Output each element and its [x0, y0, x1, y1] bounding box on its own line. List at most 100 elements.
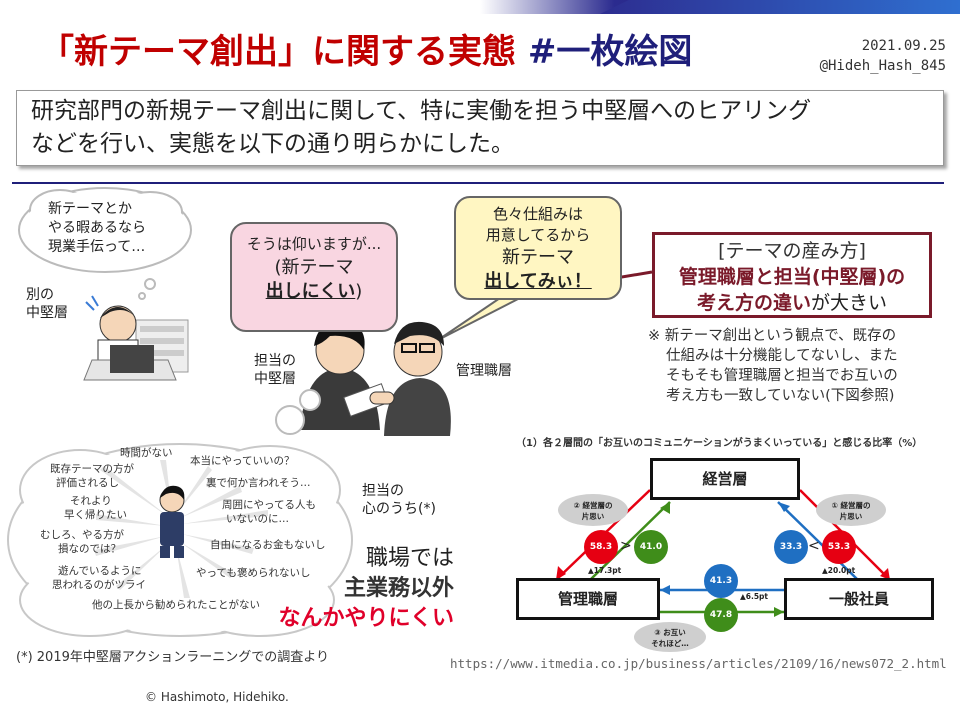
- node-employees: 一般社員: [784, 578, 934, 620]
- date: 2021.09.25: [861, 38, 946, 54]
- way-box-rest: が大きい: [811, 292, 888, 314]
- worried-worker-illustration: [83, 295, 189, 381]
- bubble-line: ② 経営層の: [573, 501, 613, 510]
- manager-speech-bubble: 色々仕組みは 用意してるから 新テーマ 出してみぃ！: [454, 196, 622, 300]
- delta-label: ▲20.0pt: [822, 566, 856, 575]
- top-decor-bar: [0, 0, 960, 14]
- footnote: (*) 2019年中堅層アクションラーニングでの調査より: [16, 650, 329, 665]
- thought-item: 時間がない: [120, 447, 173, 459]
- node-managers: 管理職層: [516, 578, 660, 620]
- thought-item: むしろ、やる方が: [40, 529, 124, 541]
- value-circle: 58.3: [584, 530, 618, 564]
- radial-rays: [94, 460, 268, 598]
- value-circle: 47.8: [704, 598, 738, 632]
- workplace-line-1: 職場では: [365, 546, 454, 571]
- thought-item: それより: [70, 495, 112, 507]
- workplace-line-3: なんかやりにくい: [278, 606, 454, 631]
- note-line: 仕組みは十分機能してないし、また: [666, 348, 898, 364]
- value-circle: 41.3: [704, 564, 738, 598]
- bubble-mutual-3: ③ お互い それほど…: [634, 622, 706, 652]
- heart-label: 担当の 心のうち(*): [362, 482, 436, 518]
- summary-line-1: 研究部門の新規テーマ創出に関して、特に実働を担う中堅層へのヒアリング: [31, 98, 812, 124]
- top-decor-accent: [600, 0, 960, 14]
- thought-item: 既存テーマの方が: [50, 463, 134, 475]
- summary-line-2: などを行い、実態を以下の通り明らかにした。: [31, 131, 514, 157]
- theme-creation-box: [テーマの産み方] 管理職層と担当(中堅層)の 考え方の違いが大きい: [652, 232, 932, 318]
- page-title: 「新テーマ創出」に関する実態 #一枚絵図: [40, 24, 692, 73]
- other-label-line: 別の: [26, 287, 54, 303]
- delta-label: ▲6.5pt: [740, 592, 769, 601]
- manager-emphasis: 出してみぃ！: [484, 271, 592, 292]
- value-circle: 33.3: [774, 530, 808, 564]
- compare-mark: <: [808, 538, 820, 554]
- workplace-line-2: 主業務以外: [343, 576, 454, 601]
- thought-item: 周囲にやってる人も: [222, 499, 316, 511]
- tanto-speech-bubble: そうは仰いますが... (新テーマ 出しにくい): [230, 222, 398, 332]
- tanto-label-line: 中堅層: [254, 371, 296, 387]
- thought-item: やっても褒められないし: [196, 567, 311, 579]
- other-cloud-line: 現業手伝って…: [48, 239, 146, 255]
- bubble-one-sided-2: ② 経営層の 片思い: [558, 494, 628, 526]
- thought-item: 損なのでは？: [58, 543, 121, 555]
- bubble-line: それほど…: [651, 639, 689, 648]
- manager-label: 管理職層: [456, 363, 512, 379]
- note-line: 考え方も一致していない(下図参照): [666, 388, 895, 404]
- other-cloud-line: 新テーマとか: [48, 201, 132, 217]
- tanto-line-2: (新テーマ: [274, 257, 354, 278]
- note-line: そもそも管理職層と担当でお互いの: [666, 368, 898, 384]
- compare-mark: >: [620, 538, 632, 554]
- summary-box: 研究部門の新規テーマ創出に関して、特に実働を担う中堅層へのヒアリング などを行い…: [16, 90, 944, 166]
- bubble-line: 片思い: [839, 512, 863, 521]
- thought-item: 自由になるお金もないし: [210, 539, 326, 551]
- date-handle: 2021.09.25 @Hideh_Hash_845: [820, 36, 946, 76]
- tanto-label: 担当の 中堅層: [254, 352, 296, 388]
- manager-line-3: 新テーマ: [502, 247, 574, 268]
- author-handle: @Hideh_Hash_845: [819, 58, 946, 74]
- bubble-line: ③ お互い: [654, 628, 686, 637]
- thought-item: 裏で何か言われそう…: [206, 477, 311, 489]
- delta-label: ▲17.3pt: [588, 566, 622, 575]
- thought-item: いないのに…: [226, 513, 289, 525]
- note-text: ※ 新テーマ創出という観点で、既存の 仕組みは十分機能してないし、また そもそも…: [648, 326, 948, 406]
- tanto-close-paren: ): [355, 281, 363, 302]
- other-midlevel-label: 別の 中堅層: [26, 286, 68, 322]
- thought-item: 本当にやっていいの？: [190, 455, 295, 467]
- note-line: ※ 新テーマ創出という観点で、既存の: [648, 328, 897, 344]
- value-circle: 53.3: [822, 530, 856, 564]
- way-box-heading: [テーマの産み方]: [718, 240, 866, 262]
- heart-label-line: 心のうち(*): [362, 501, 436, 517]
- figure-title: （1）各２層間の「お互いのコミュニケーションがうまくいっている」と感じる比率（%…: [516, 438, 923, 449]
- other-thought-cloud: [18, 187, 192, 300]
- tanto-emphasis: 出しにくい: [265, 281, 356, 302]
- way-box-line-2: 管理職層と担当(中堅層)の: [678, 266, 906, 288]
- thought-item: 遊んでいるように: [58, 565, 142, 577]
- thought-item: 早く帰りたい: [64, 509, 127, 521]
- node-management: 経営層: [650, 458, 800, 500]
- thinking-person-illustration: [159, 485, 185, 558]
- bubble-line: 片思い: [581, 512, 605, 521]
- tanto-label-line: 担当の: [254, 353, 296, 369]
- manager-line-1: 色々仕組みは: [492, 205, 583, 223]
- yellow-bubble-tail: [437, 297, 521, 341]
- thought-item: 他の上長から勧められたことがない: [92, 599, 260, 611]
- thought-item: 評価されるし: [56, 477, 119, 489]
- title-main: 「新テーマ創出」に関する実態: [40, 32, 528, 72]
- source-link[interactable]: https://www.itmedia.co.jp/business/artic…: [450, 656, 947, 671]
- heart-label-line: 担当の: [362, 483, 404, 499]
- workplace-message: 職場では 主業務以外 なんかやりにくい: [262, 544, 454, 634]
- manager-line-2: 用意してるから: [485, 226, 591, 244]
- bubble-one-sided-1: ① 経営層の 片思い: [816, 494, 886, 526]
- value-circle: 41.0: [634, 530, 668, 564]
- other-cloud-text: 新テーマとか やる暇あるなら 現業手伝って…: [48, 200, 146, 257]
- handshake-illustration: [300, 321, 451, 436]
- thought-dots: [275, 389, 321, 435]
- tanto-line-1: そうは仰いますが...: [246, 235, 382, 253]
- bubble-line: ① 経営層の: [831, 501, 871, 510]
- copyright: © Hashimoto, Hidehiko.: [145, 690, 289, 704]
- title-hash: #一枚絵図: [527, 32, 693, 72]
- way-box-emphasis: 考え方の違い: [696, 292, 811, 314]
- other-cloud-line: やる暇あるなら: [48, 220, 146, 236]
- divider-rule: [12, 182, 944, 184]
- thought-item: 思われるのがツライ: [52, 579, 146, 591]
- other-label-line: 中堅層: [26, 305, 68, 321]
